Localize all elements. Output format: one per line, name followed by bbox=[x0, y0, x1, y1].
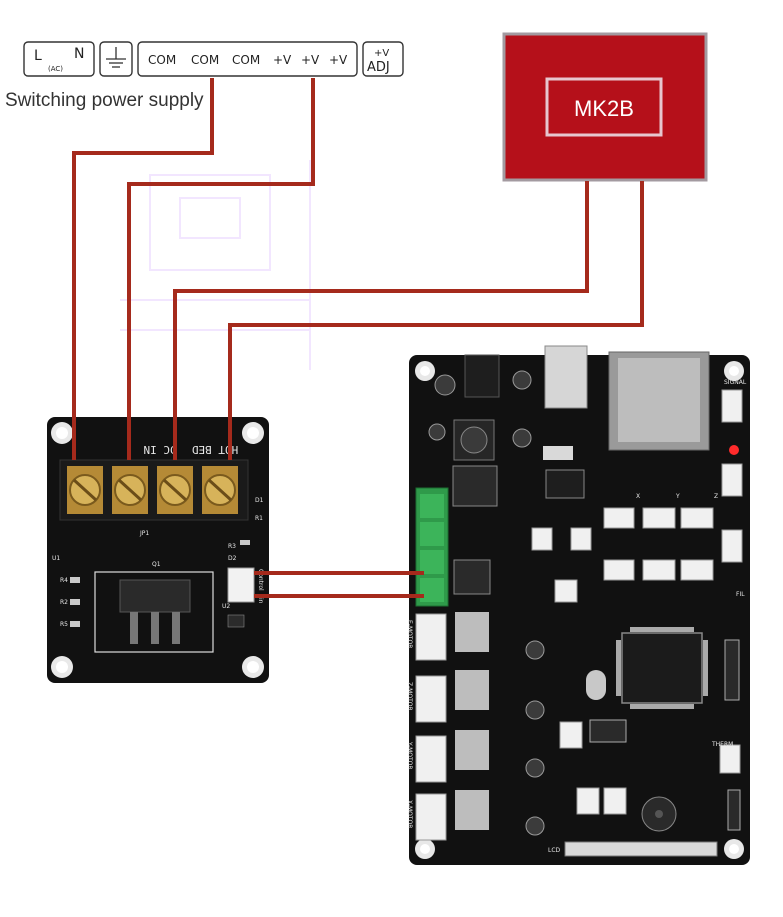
e-motor-label: E-MOTOR bbox=[406, 620, 413, 648]
mk2b-label-frame bbox=[545, 77, 663, 137]
mk2b-label: MK2B bbox=[574, 96, 634, 121]
psu-adj-bottom: ADJ bbox=[367, 60, 390, 75]
wire-mk2b-to-hotbed-1 bbox=[173, 181, 589, 460]
in-label: in bbox=[257, 598, 264, 604]
ground-icon bbox=[106, 47, 126, 68]
jp1-label: JP1 bbox=[139, 530, 149, 537]
psu-com-1: COM bbox=[148, 53, 176, 67]
endstop-z-label: Z bbox=[714, 493, 718, 500]
fil-label: FIL bbox=[736, 591, 745, 598]
dc-jack bbox=[464, 354, 500, 398]
jst-connectors bbox=[531, 389, 743, 815]
psu-n-label: N bbox=[74, 46, 84, 62]
psu-ac-label: (AC) bbox=[48, 65, 63, 73]
ghost-artifacts bbox=[120, 160, 311, 370]
psu-caption: Switching power supply bbox=[5, 90, 204, 111]
wire-psu-com-to-dcin-minus bbox=[72, 78, 214, 460]
psu-com-2: COM bbox=[191, 53, 219, 67]
signal-label: SIGNAL bbox=[724, 379, 747, 386]
therm-label: THERM bbox=[711, 741, 733, 748]
control-in-connector bbox=[227, 567, 255, 603]
psu-v-1: +V bbox=[273, 53, 292, 67]
z-motor-label: Z-MOTOR bbox=[406, 682, 413, 711]
psu-terminal-strip: L N (AC) COM COM COM +V +V +V +V ADJ Swi… bbox=[5, 41, 404, 111]
usb-port bbox=[544, 345, 588, 409]
psu-adj-terminal bbox=[362, 41, 404, 77]
u2-label: U2 bbox=[222, 603, 230, 610]
mosfet-q1 bbox=[119, 579, 191, 613]
psu-l-label: L bbox=[34, 48, 42, 64]
screw-terminal bbox=[67, 466, 103, 514]
r2-label: R2 bbox=[60, 599, 68, 606]
motor-drivers bbox=[415, 612, 545, 841]
mosfet-module: DC IN HOT BED JP1 R3 D2 D1 bbox=[47, 417, 269, 683]
screw-terminal bbox=[157, 466, 193, 514]
y-motor-label: Y-MOTOR bbox=[406, 741, 413, 770]
x-motor-label: X-MOTOR bbox=[406, 800, 413, 828]
endstop-y-label: Y bbox=[675, 493, 680, 500]
r4-label: R4 bbox=[60, 577, 68, 584]
endstop-x-label: X bbox=[636, 493, 640, 500]
psu-v-3: +V bbox=[329, 53, 348, 67]
hot-bed-label: HOT BED bbox=[192, 443, 238, 456]
dc-in-label: DC IN bbox=[143, 443, 176, 456]
psu-com-3: COM bbox=[232, 53, 260, 67]
lcd-label: LCD bbox=[548, 847, 561, 854]
wiring bbox=[72, 78, 644, 598]
mk2b-heatbed: MK2B bbox=[502, 32, 708, 182]
heatsink-outline bbox=[94, 571, 214, 653]
u1-label: U1 bbox=[52, 555, 60, 562]
wire-mk2b-to-hotbed-2 bbox=[228, 181, 644, 460]
q1-label: Q1 bbox=[152, 561, 161, 568]
psu-dc-terminal-block bbox=[137, 41, 358, 77]
screw-terminal bbox=[202, 466, 238, 514]
r1-label: R1 bbox=[255, 515, 263, 522]
psu-ac-terminal bbox=[23, 41, 95, 77]
psu-adj-top: +V bbox=[374, 48, 389, 59]
d1-label: D1 bbox=[255, 497, 264, 504]
wire-psu-v-to-dcin-plus bbox=[127, 78, 315, 460]
mk2b-plate bbox=[502, 32, 708, 182]
psu-v-2: +V bbox=[301, 53, 320, 67]
lcd-connector bbox=[564, 841, 718, 857]
d2-label: D2 bbox=[228, 555, 237, 562]
controller-board: E-MOTOR Z-MOTOR Y-MOTOR X-MOTOR LCD THER… bbox=[406, 345, 750, 865]
mcu-chip bbox=[621, 632, 703, 704]
screw-terminal bbox=[112, 466, 148, 514]
r3-label: R3 bbox=[228, 543, 236, 550]
r5-label: R5 bbox=[60, 621, 68, 628]
control-label: Control bbox=[257, 569, 264, 591]
